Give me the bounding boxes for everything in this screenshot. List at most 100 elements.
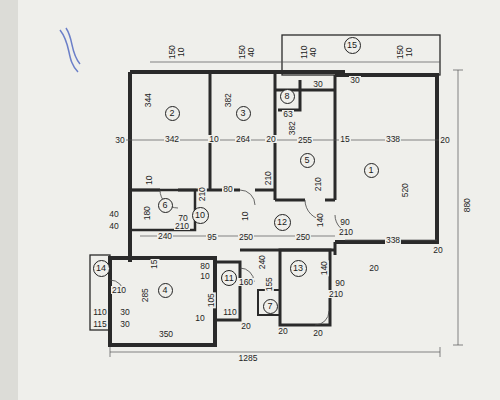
dimension-label: 30 bbox=[119, 320, 130, 329]
room-number-circle: 11 bbox=[221, 270, 237, 286]
dimension-label: 10 bbox=[199, 272, 210, 281]
dimension-label: 40 bbox=[310, 46, 319, 57]
dimension-label: 20 bbox=[432, 246, 443, 255]
dimension-label: 105 bbox=[207, 292, 216, 308]
dimension-label: 338 bbox=[385, 135, 401, 144]
dimension-label: 210 bbox=[338, 228, 354, 237]
dimension-label: 210 bbox=[328, 290, 344, 299]
dimension-label: 10 bbox=[146, 174, 155, 185]
dimension-label: 285 bbox=[141, 287, 150, 303]
dimension-label: 382 bbox=[288, 120, 297, 136]
dimension-label: 155 bbox=[265, 276, 274, 292]
dimension-lines bbox=[110, 62, 463, 357]
room-number-circle: 10 bbox=[192, 207, 209, 224]
pen-scribble bbox=[60, 28, 80, 72]
dimension-label: 30 bbox=[349, 76, 360, 85]
room-number: 11 bbox=[224, 274, 233, 283]
room-number-circle: 8 bbox=[280, 89, 295, 104]
room-number-circle: 4 bbox=[158, 283, 173, 298]
dimension-label: 80 bbox=[222, 185, 233, 194]
dimension-label: 520 bbox=[401, 182, 410, 198]
room-number-circle: 7 bbox=[263, 299, 278, 314]
dimension-label: 15 bbox=[339, 135, 350, 144]
room-number-circle: 5 bbox=[300, 153, 315, 168]
dimension-label: 10 bbox=[208, 135, 219, 144]
room-number: 3 bbox=[240, 109, 245, 118]
dimension-label: 150 bbox=[396, 44, 405, 60]
dimension-label: 150 bbox=[238, 44, 247, 60]
room-number: 1 bbox=[368, 166, 373, 175]
room-number: 6 bbox=[162, 201, 167, 210]
dimension-label: 30 bbox=[119, 308, 130, 317]
dimension-label: 255 bbox=[297, 136, 313, 145]
dimension-label: 115 bbox=[92, 320, 108, 329]
dimension-label: 210 bbox=[314, 176, 323, 192]
dimension-label: 10 bbox=[194, 314, 205, 323]
dimension-label: 80 bbox=[199, 262, 210, 271]
dimension-label: 210 bbox=[111, 286, 127, 295]
dimension-label: 350 bbox=[158, 330, 174, 339]
dimension-label: 20 bbox=[265, 135, 276, 144]
dimension-label: 90 bbox=[334, 279, 345, 288]
dimension-label: 20 bbox=[368, 264, 379, 273]
dimension-label: 90 bbox=[339, 218, 350, 227]
dimension-label: 1285 bbox=[238, 354, 259, 363]
dimension-label: 250 bbox=[238, 233, 254, 242]
room-number-circle: 6 bbox=[158, 198, 173, 213]
dimension-label: 880 bbox=[463, 197, 472, 213]
room-number-circle: 13 bbox=[290, 260, 307, 277]
dimension-label: 110 bbox=[222, 308, 238, 317]
dimension-label: 140 bbox=[316, 212, 325, 228]
room-number: 10 bbox=[195, 211, 205, 220]
room-number: 14 bbox=[96, 264, 106, 273]
room-number-circle: 14 bbox=[93, 260, 110, 277]
room-number: 5 bbox=[304, 156, 309, 165]
dimension-label: 10 bbox=[242, 210, 251, 221]
dimension-label: 30 bbox=[312, 80, 323, 89]
room-number: 12 bbox=[277, 218, 287, 227]
dimension-label: 250 bbox=[295, 233, 311, 242]
dimension-label: 15 bbox=[151, 258, 160, 269]
dimension-label: 110 bbox=[300, 44, 309, 60]
dimension-label: 338 bbox=[385, 236, 401, 245]
dimension-label: 150 bbox=[168, 44, 177, 60]
room-number-circle: 3 bbox=[236, 106, 251, 121]
dimension-label: 264 bbox=[235, 135, 251, 144]
dimension-label: 210 bbox=[198, 186, 207, 202]
dimension-label: 20 bbox=[312, 329, 323, 338]
room-number-circle: 15 bbox=[344, 37, 361, 54]
dimension-label: 40 bbox=[108, 210, 119, 219]
dimension-label: 95 bbox=[206, 233, 217, 242]
dimension-label: 140 bbox=[320, 260, 329, 276]
paper bbox=[18, 0, 500, 400]
dimension-label: 40 bbox=[108, 222, 119, 231]
dimension-label: 210 bbox=[264, 170, 273, 186]
room-number: 2 bbox=[169, 109, 174, 118]
dimension-label: 342 bbox=[164, 135, 180, 144]
door-swings bbox=[110, 190, 353, 325]
dimension-label: 20 bbox=[240, 322, 251, 331]
room-number-circle: 1 bbox=[364, 163, 379, 178]
dimension-label: 30 bbox=[114, 136, 125, 145]
dimension-label: 160 bbox=[238, 278, 254, 287]
dimension-label: 344 bbox=[144, 92, 153, 108]
dimension-label: 382 bbox=[224, 92, 233, 108]
dimension-label: 10 bbox=[406, 46, 415, 57]
room-number: 7 bbox=[267, 302, 272, 311]
walls bbox=[90, 35, 440, 345]
room-number: 8 bbox=[284, 92, 289, 101]
dimension-label: 63 bbox=[282, 110, 293, 119]
room-number: 15 bbox=[347, 41, 357, 50]
dimension-label: 240 bbox=[258, 254, 267, 270]
dimension-label: 180 bbox=[143, 205, 152, 221]
dimension-label: 210 bbox=[174, 222, 190, 231]
dimension-label: 40 bbox=[248, 46, 257, 57]
dimension-label: 110 bbox=[92, 308, 108, 317]
dimension-label: 20 bbox=[277, 327, 288, 336]
room-number-circle: 2 bbox=[165, 106, 180, 121]
room-number: 4 bbox=[162, 286, 167, 295]
room-number: 13 bbox=[293, 264, 303, 273]
room-number-circle: 12 bbox=[274, 214, 291, 231]
